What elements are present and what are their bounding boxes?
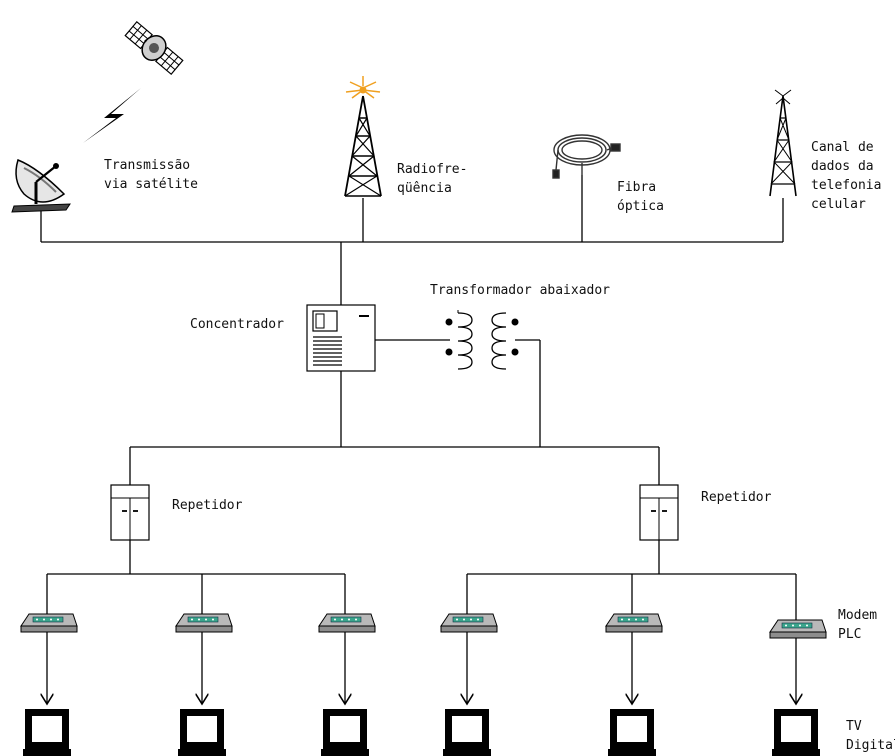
cell-tower-icon [769,89,797,197]
satellite-icon [124,20,184,76]
label-repeater-right: Repetidor [701,490,772,505]
label-transformer: Transformador abaixador [430,283,611,298]
plc-modem-icon [440,613,498,633]
label-repeater-left: Repetidor [172,498,243,513]
plc-modem-icon [769,619,827,639]
fiber-cable-icon [552,134,621,179]
plc-modem-icon [318,613,376,633]
concentrator-icon [306,304,376,372]
tv-icon [772,709,820,756]
plc-modem-icon [175,613,233,633]
tv-icon [178,709,226,756]
plc-modem-icon [605,613,663,633]
plc-modem-icon [20,613,78,633]
transformer-icon [445,310,519,370]
label-digital-tv: TVDigital [846,719,895,753]
repeater-icon [639,484,679,541]
tv-icon [321,709,369,756]
top-bus [40,175,784,305]
tv-icon [608,709,656,756]
tv-icon [443,709,491,756]
repeater-icon [110,484,150,541]
satellite-dish-icon [11,158,71,213]
lightning-icon [83,88,141,143]
label-concentrator: Concentrador [190,317,284,332]
radio-tower-icon [344,76,382,197]
tv-icon [23,709,71,756]
label-radiofrequency: Radiofre-qüência [397,162,468,196]
